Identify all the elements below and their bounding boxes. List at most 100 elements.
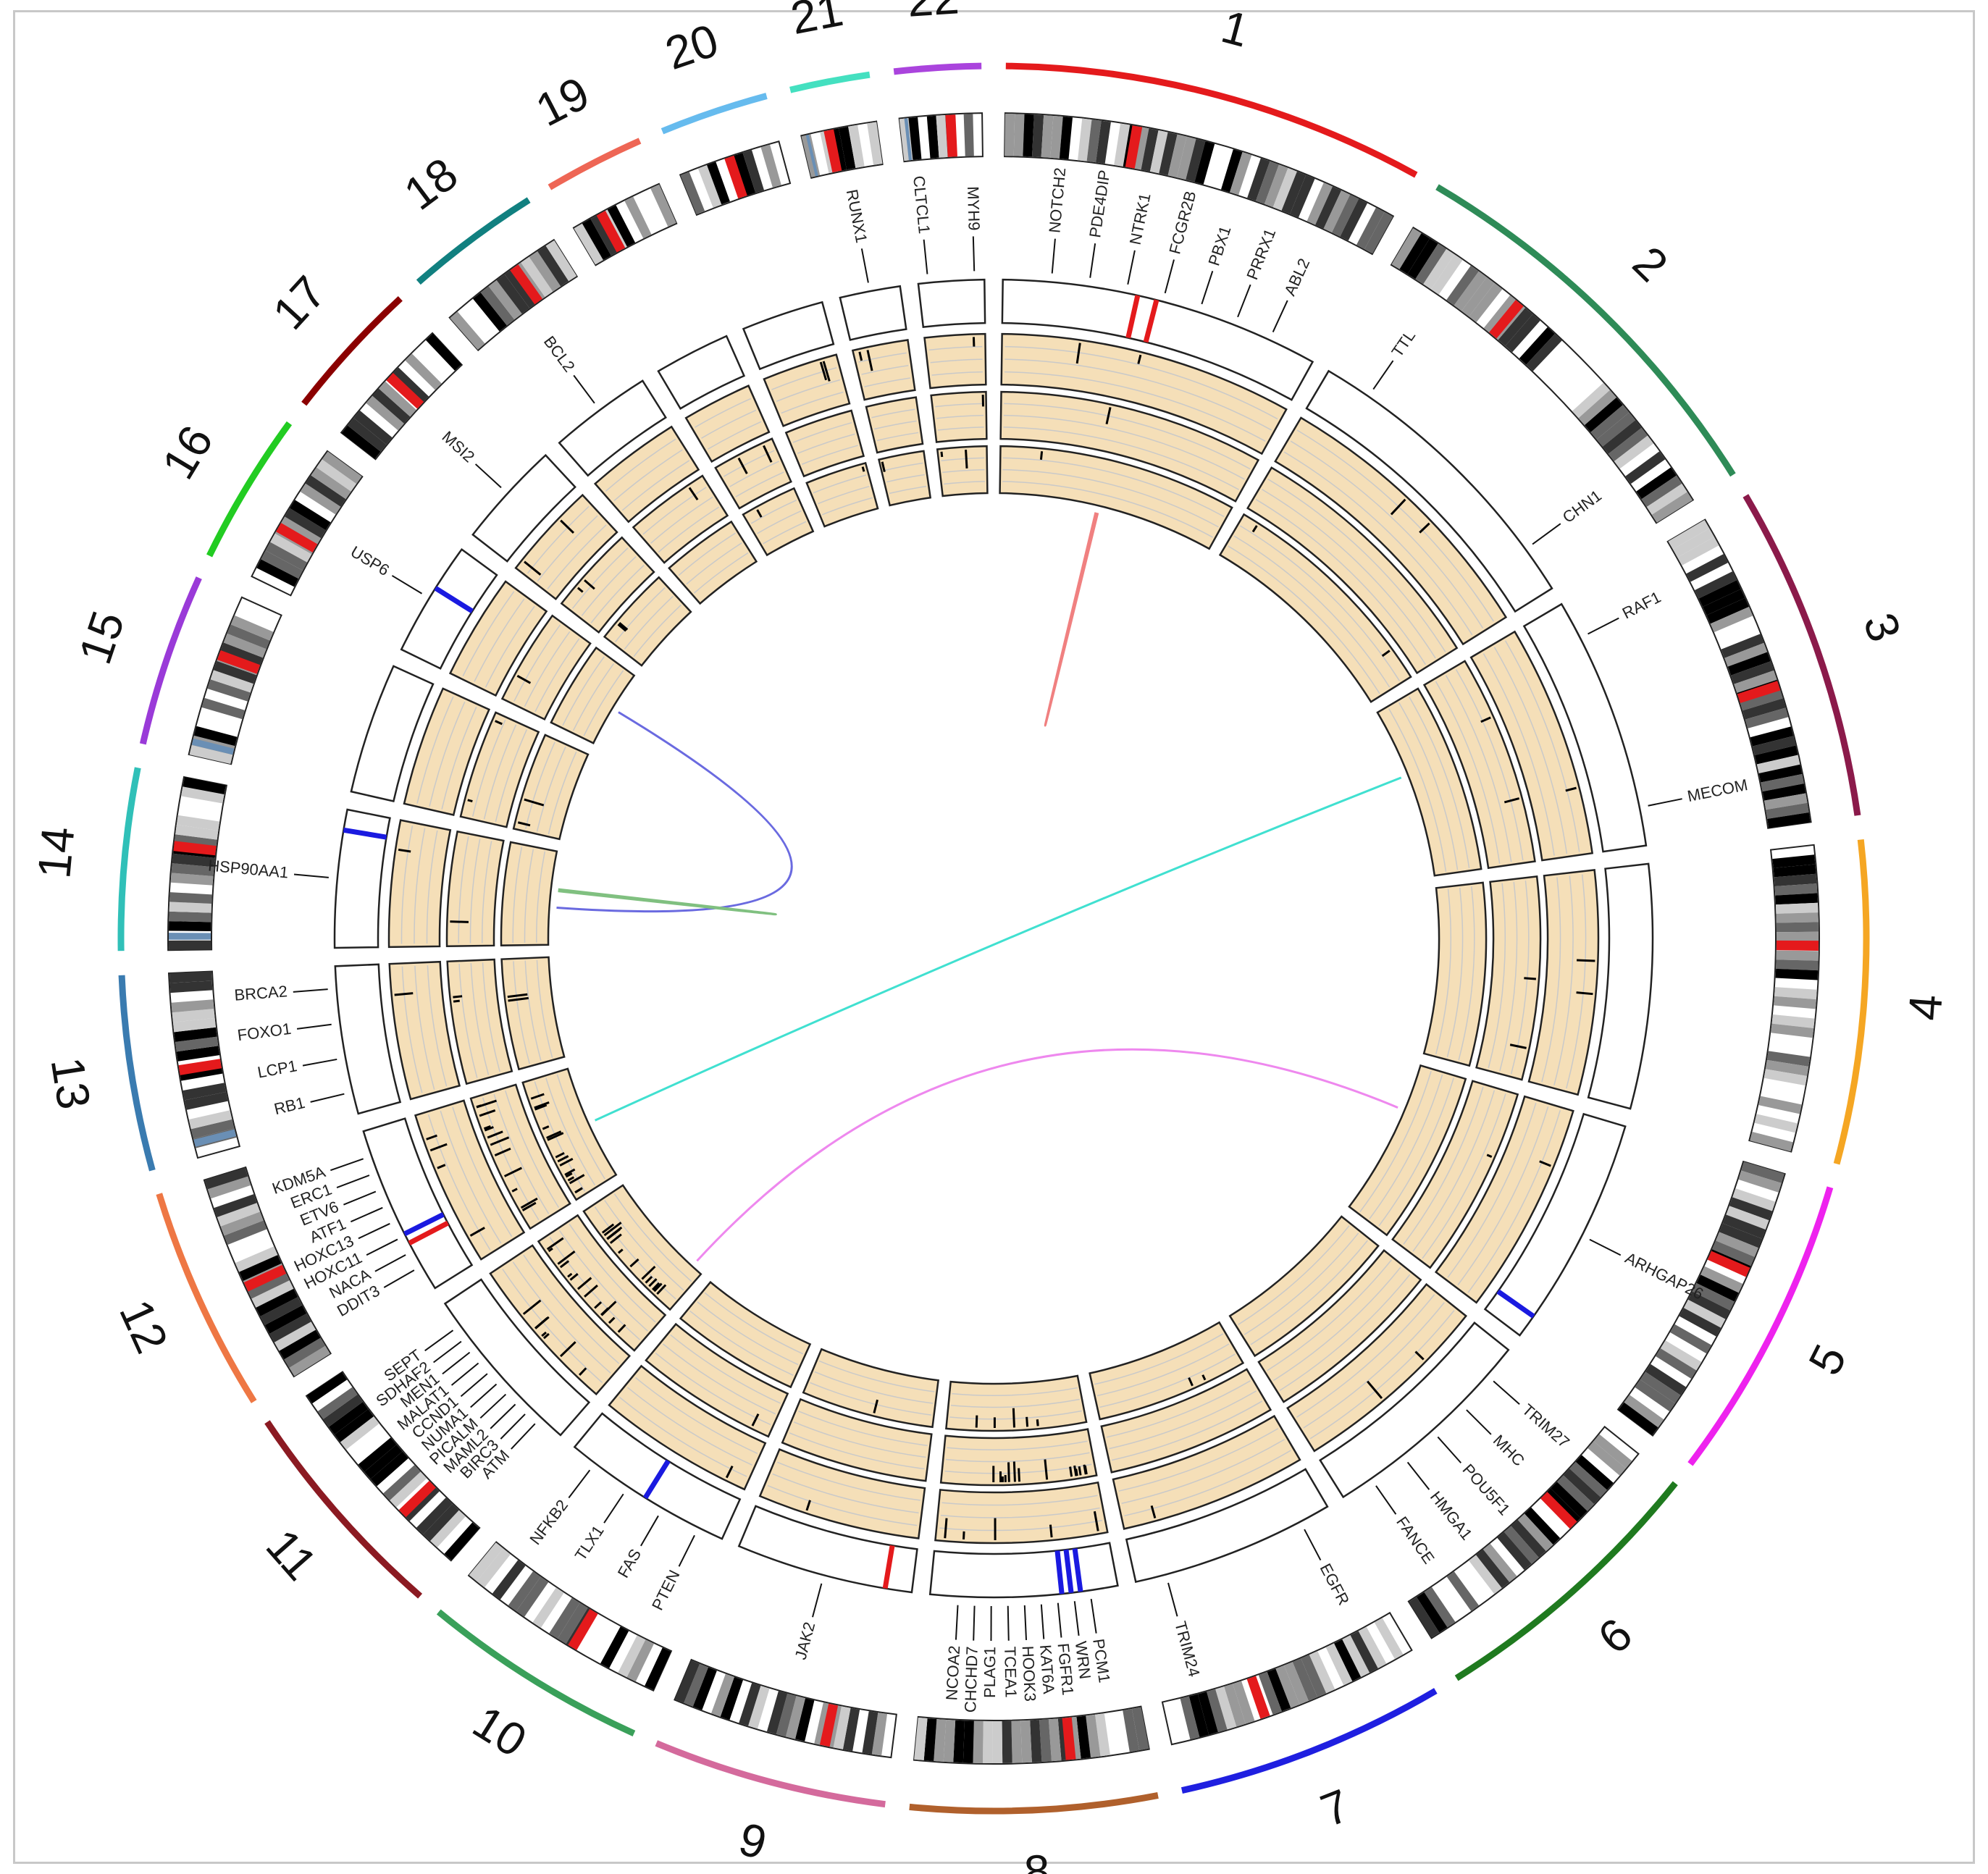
track-bar [1565,786,1577,792]
track-bar [1576,959,1595,962]
track-bar [450,920,469,923]
track-gridline [493,1093,550,1214]
track-gridline [470,963,490,1075]
track-bar [1509,1043,1527,1049]
cytoband [1309,1651,1335,1694]
gene-label: TRIM24 [1171,1619,1204,1678]
gene-label: CHN1 [1559,487,1605,527]
cytoband [1356,207,1385,250]
centromere [173,841,217,856]
track-gridline [1239,525,1401,681]
track-gridline [614,587,666,643]
track-gridline [1493,647,1568,854]
cytoband [1039,1719,1052,1762]
track-gridline [789,1432,925,1470]
gene-labels: BCL2 [540,332,595,404]
cytoband [172,1017,216,1033]
track-bar [429,1143,448,1152]
track-gridline [1004,403,1251,470]
gene-track-segment [1522,602,1648,853]
cytoband-ideogram [1616,1160,1786,1437]
cytoband [284,1337,326,1368]
cytoband [1197,1692,1218,1735]
cytoband [1695,571,1737,599]
chromosome-label: 2 [1623,236,1678,291]
track-gridline [1273,1266,1401,1382]
track-gridline [536,959,553,1058]
cytoband [839,126,856,170]
track-bar [484,1126,494,1132]
track-gridline [941,457,985,461]
cytoband-ideogram [167,970,241,1159]
data-track-segment [1434,1095,1574,1304]
cytoband [220,642,263,667]
cytoband [532,1587,564,1629]
cytoband [1230,152,1252,196]
track-bar [521,1205,531,1211]
cytoband [348,418,387,452]
track-bar [609,1233,622,1244]
cytoband [1752,736,1796,756]
track-bar [534,1104,548,1111]
track-gridline [655,1353,771,1426]
cytoband [230,615,274,641]
track-bar [479,1109,496,1117]
cytoband [1602,420,1642,454]
track-gridline [618,1397,747,1477]
cytoband [1256,161,1279,204]
cytoband [1224,1684,1246,1727]
centromere [1489,300,1524,339]
track-bar [541,1331,548,1337]
cytoband [279,1329,321,1360]
cytoband [1220,149,1243,193]
track-bar [1036,1419,1039,1426]
gene-label: USP6 [348,542,393,579]
gene-leader-line [296,1023,332,1030]
track-gridline [814,1371,934,1404]
cytoband [1497,1531,1532,1571]
track-gridline [605,438,676,492]
cytoband [537,245,569,287]
track-gridline [1488,883,1506,1069]
cytoband-ideogram [467,1541,673,1692]
track-gridline [414,828,426,944]
track-gridline [822,497,873,516]
cytoband [176,1046,220,1062]
track-bar [542,1332,550,1340]
track-gridline [1096,1343,1230,1397]
centromere [823,129,842,173]
cytoband [1656,1348,1697,1379]
track-bar [534,1101,550,1109]
centromere [1125,125,1143,169]
cytoband [1710,607,1753,633]
gene-track-segment [657,335,746,410]
track-gridline [937,427,984,431]
track-gridline [763,521,807,545]
cytoband [353,410,393,445]
chromosome-label: 16 [152,416,223,487]
cytoband [220,1211,264,1236]
track-bar [398,848,411,853]
track-bar [576,587,584,593]
cytoband [624,196,652,239]
track-gridline [781,391,844,414]
cytoband [1762,783,1806,801]
track-bar [1251,525,1258,533]
gene-leader-line [678,1534,695,1567]
cytoband [1557,1475,1594,1511]
track-bar [1503,797,1520,804]
cytoband [1651,492,1693,523]
data-track-segment [469,1083,571,1230]
cytoband [290,500,331,531]
gene-label: CLTCL1 [910,175,934,235]
cytoband [720,1676,744,1720]
track-bar [507,993,528,999]
cytoband [1340,198,1368,241]
gene-track-segment [1305,369,1553,613]
gene-leader-line [336,1175,370,1188]
cytoband [1698,580,1741,608]
track-bar [751,1413,760,1426]
cytoband [201,697,245,720]
track-bar [1381,650,1391,657]
cytoband [1258,1671,1282,1715]
